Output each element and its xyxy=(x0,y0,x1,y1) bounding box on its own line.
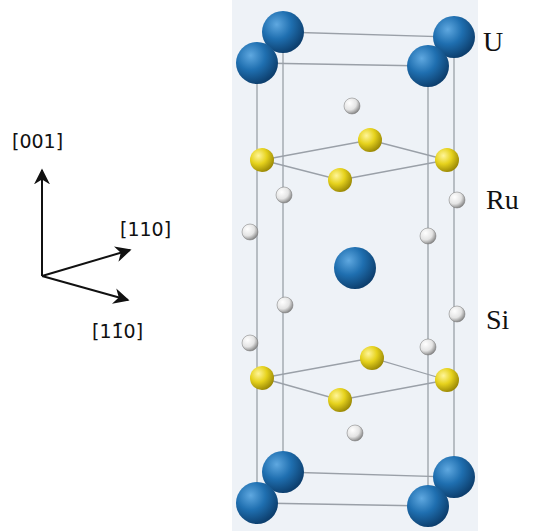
axis-arrows xyxy=(42,170,130,300)
element-label: Ru xyxy=(486,186,519,214)
si-atoms xyxy=(242,98,465,441)
element-label: U xyxy=(483,28,503,56)
u-atoms xyxy=(236,11,475,527)
cell-frame xyxy=(257,32,454,506)
element-label: Si xyxy=(486,306,509,334)
axis-label: [110] xyxy=(120,220,171,239)
axis-label: [11̄0] xyxy=(92,322,143,341)
panel-ground xyxy=(232,0,478,531)
ru-atoms xyxy=(250,128,459,412)
axis-label: [001] xyxy=(12,132,63,151)
